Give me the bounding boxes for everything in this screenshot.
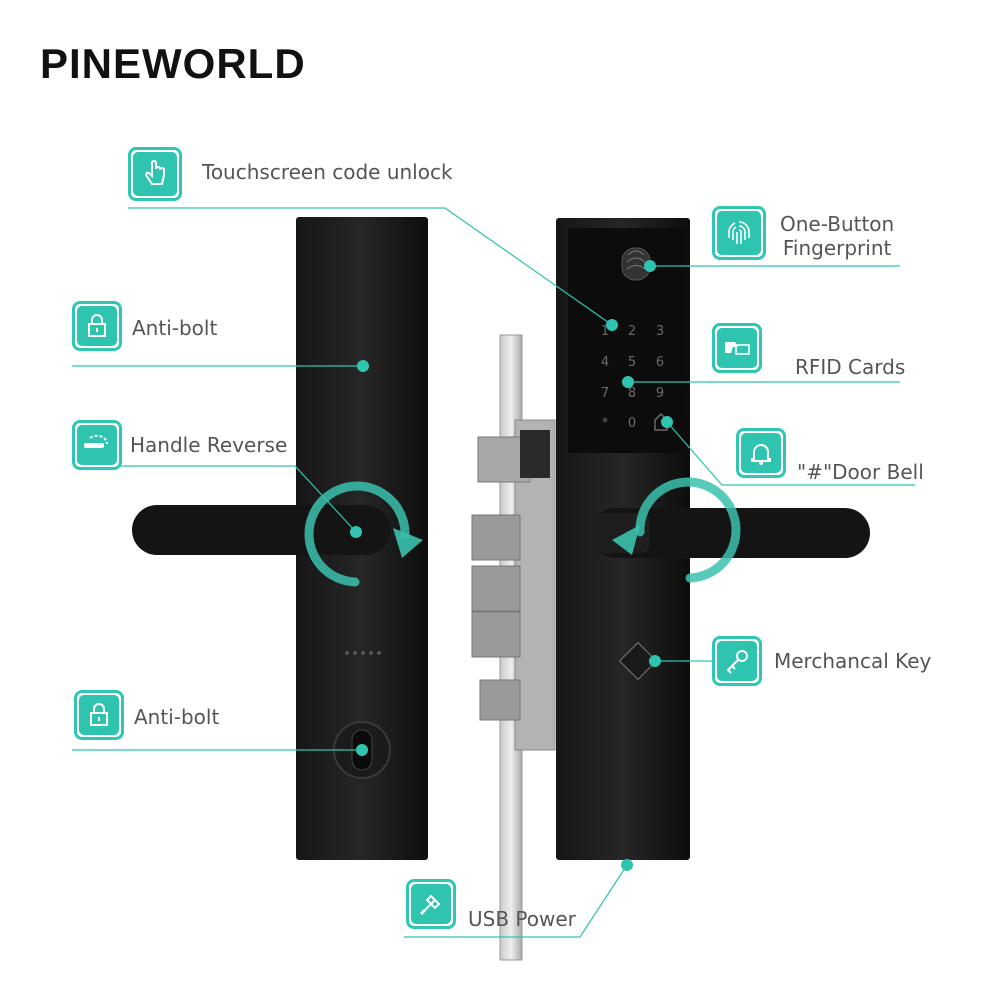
fingerprint-label-line2: Fingerprint bbox=[782, 236, 892, 260]
fingerprint-icon bbox=[712, 206, 766, 260]
keypad-key: * bbox=[602, 416, 609, 431]
anti-bolt-top-label: Anti-bolt bbox=[132, 316, 218, 340]
doorbell-label: "#"Door Bell bbox=[797, 460, 924, 484]
keypad-key: 3 bbox=[656, 324, 664, 339]
padlock-icon bbox=[72, 301, 122, 351]
brand-title: PINEWORLD bbox=[40, 40, 306, 87]
padlock-icon bbox=[74, 690, 124, 740]
usb-label: USB Power bbox=[468, 907, 576, 931]
rfid-card-icon bbox=[712, 323, 762, 373]
mortise-body bbox=[471, 334, 556, 961]
leader-dots bbox=[350, 260, 673, 871]
leader-lines bbox=[72, 207, 915, 938]
keypad-key: 8 bbox=[628, 386, 636, 401]
keypad-key: 6 bbox=[656, 355, 664, 370]
keypad-key: 0 bbox=[628, 416, 636, 431]
rfid-label: RFID Cards bbox=[795, 355, 906, 379]
touchscreen-label: Touchscreen code unlock bbox=[202, 160, 453, 184]
fingerprint-label: One-Button Fingerprint bbox=[780, 212, 894, 260]
handle-reverse-label: Handle Reverse bbox=[130, 433, 288, 457]
handle-reverse-arrows bbox=[304, 477, 741, 587]
left-panel bbox=[132, 217, 428, 860]
keypad-key: 9 bbox=[656, 386, 664, 401]
keypad-key: 1 bbox=[601, 324, 609, 339]
anti-bolt-bottom-label: Anti-bolt bbox=[134, 705, 220, 729]
keypad-key: 5 bbox=[628, 355, 636, 370]
handle-reverse-icon bbox=[72, 420, 122, 470]
keypad-key: 7 bbox=[601, 386, 609, 401]
key-icon bbox=[712, 636, 762, 686]
keypad-key: 2 bbox=[628, 324, 636, 339]
key-label: Merchancal Key bbox=[774, 649, 932, 673]
touch-hand-icon bbox=[128, 147, 182, 201]
bell-icon bbox=[736, 428, 786, 478]
usb-icon bbox=[406, 879, 456, 929]
right-panel: 1 2 3 4 5 6 7 8 9 * 0 bbox=[556, 218, 870, 860]
keypad-key: 4 bbox=[601, 355, 609, 370]
fingerprint-label-line1: One-Button bbox=[780, 212, 895, 236]
